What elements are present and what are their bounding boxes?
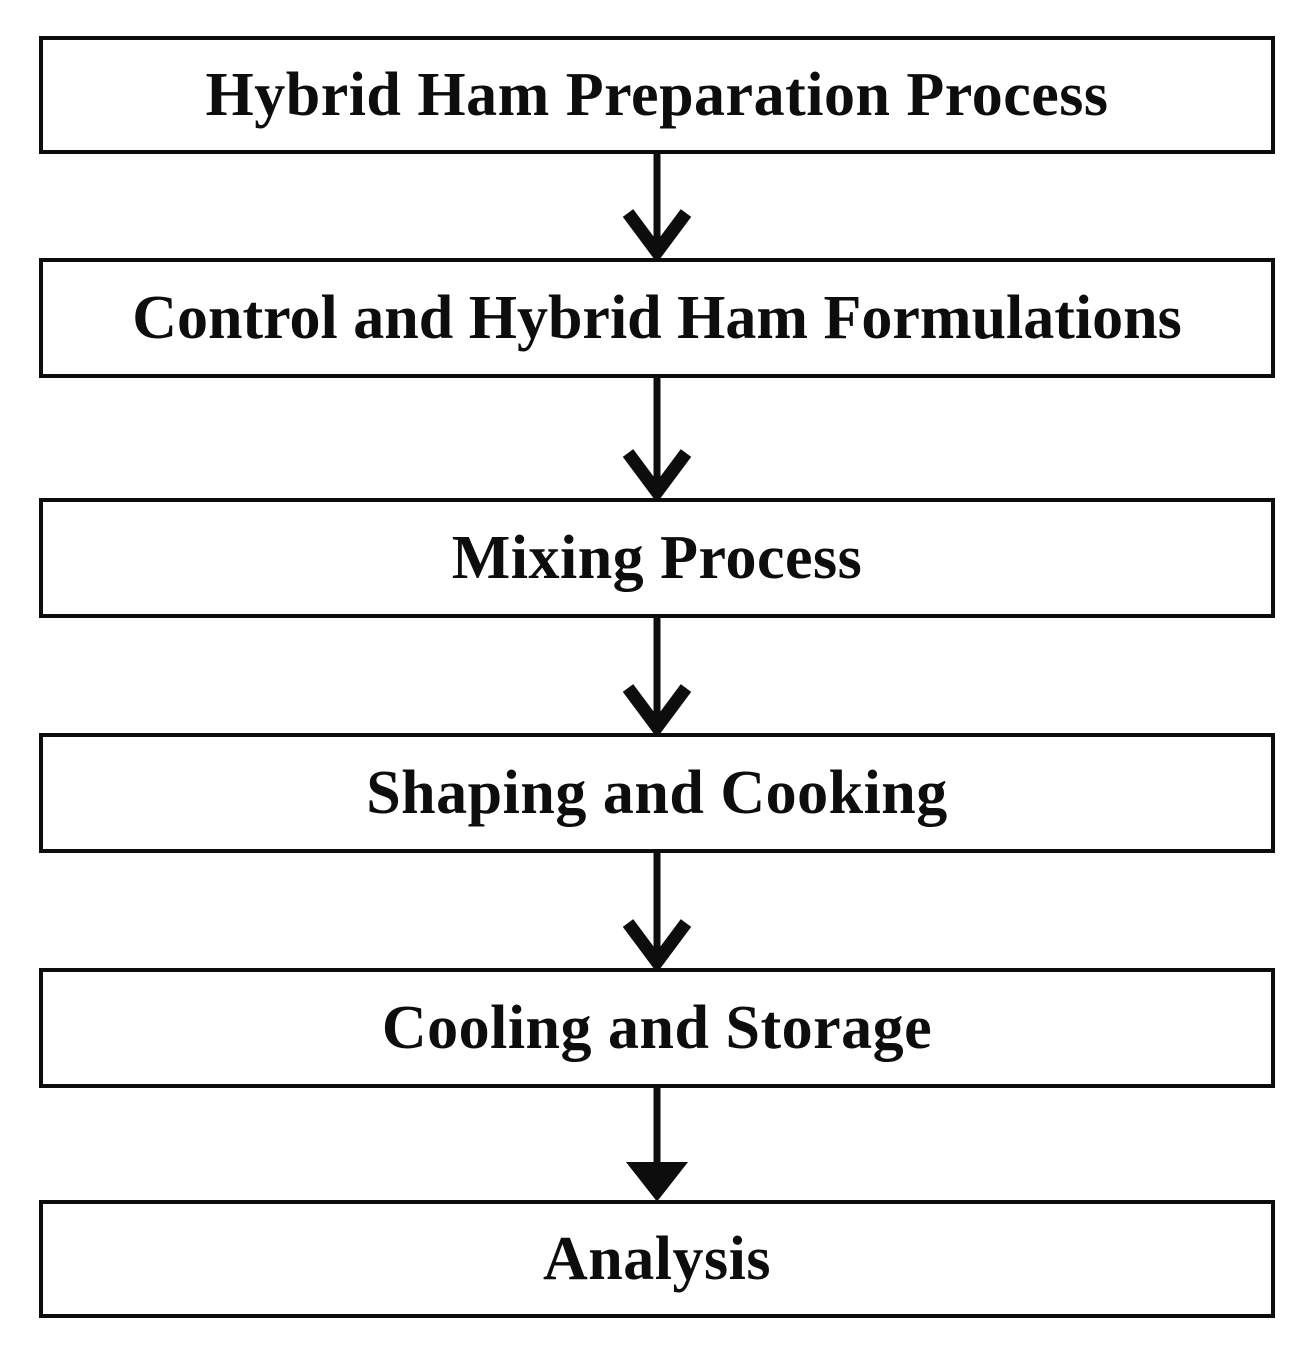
- flow-node-step-5[interactable]: Cooling and Storage: [39, 968, 1275, 1088]
- flow-node-step-4[interactable]: Shaping and Cooking: [39, 733, 1275, 853]
- arrow-4: [622, 853, 692, 973]
- flow-node-step-3[interactable]: Mixing Process: [39, 498, 1275, 618]
- flow-node-label: Control and Hybrid Ham Formulations: [132, 284, 1182, 352]
- arrow-1: [622, 154, 692, 263]
- flow-node-step-6[interactable]: Analysis: [39, 1200, 1275, 1318]
- flow-node-label: Hybrid Ham Preparation Process: [205, 61, 1109, 129]
- arrow-2: [622, 378, 692, 503]
- flow-node-label: Mixing Process: [451, 524, 863, 592]
- arrow-5: [625, 1088, 689, 1202]
- flow-node-label: Shaping and Cooking: [366, 759, 948, 827]
- arrow-3: [622, 618, 692, 738]
- flow-node-label: Analysis: [543, 1225, 771, 1293]
- flow-node-step-1[interactable]: Hybrid Ham Preparation Process: [39, 36, 1275, 154]
- flow-node-step-2[interactable]: Control and Hybrid Ham Formulations: [39, 258, 1275, 378]
- flow-node-label: Cooling and Storage: [381, 994, 933, 1062]
